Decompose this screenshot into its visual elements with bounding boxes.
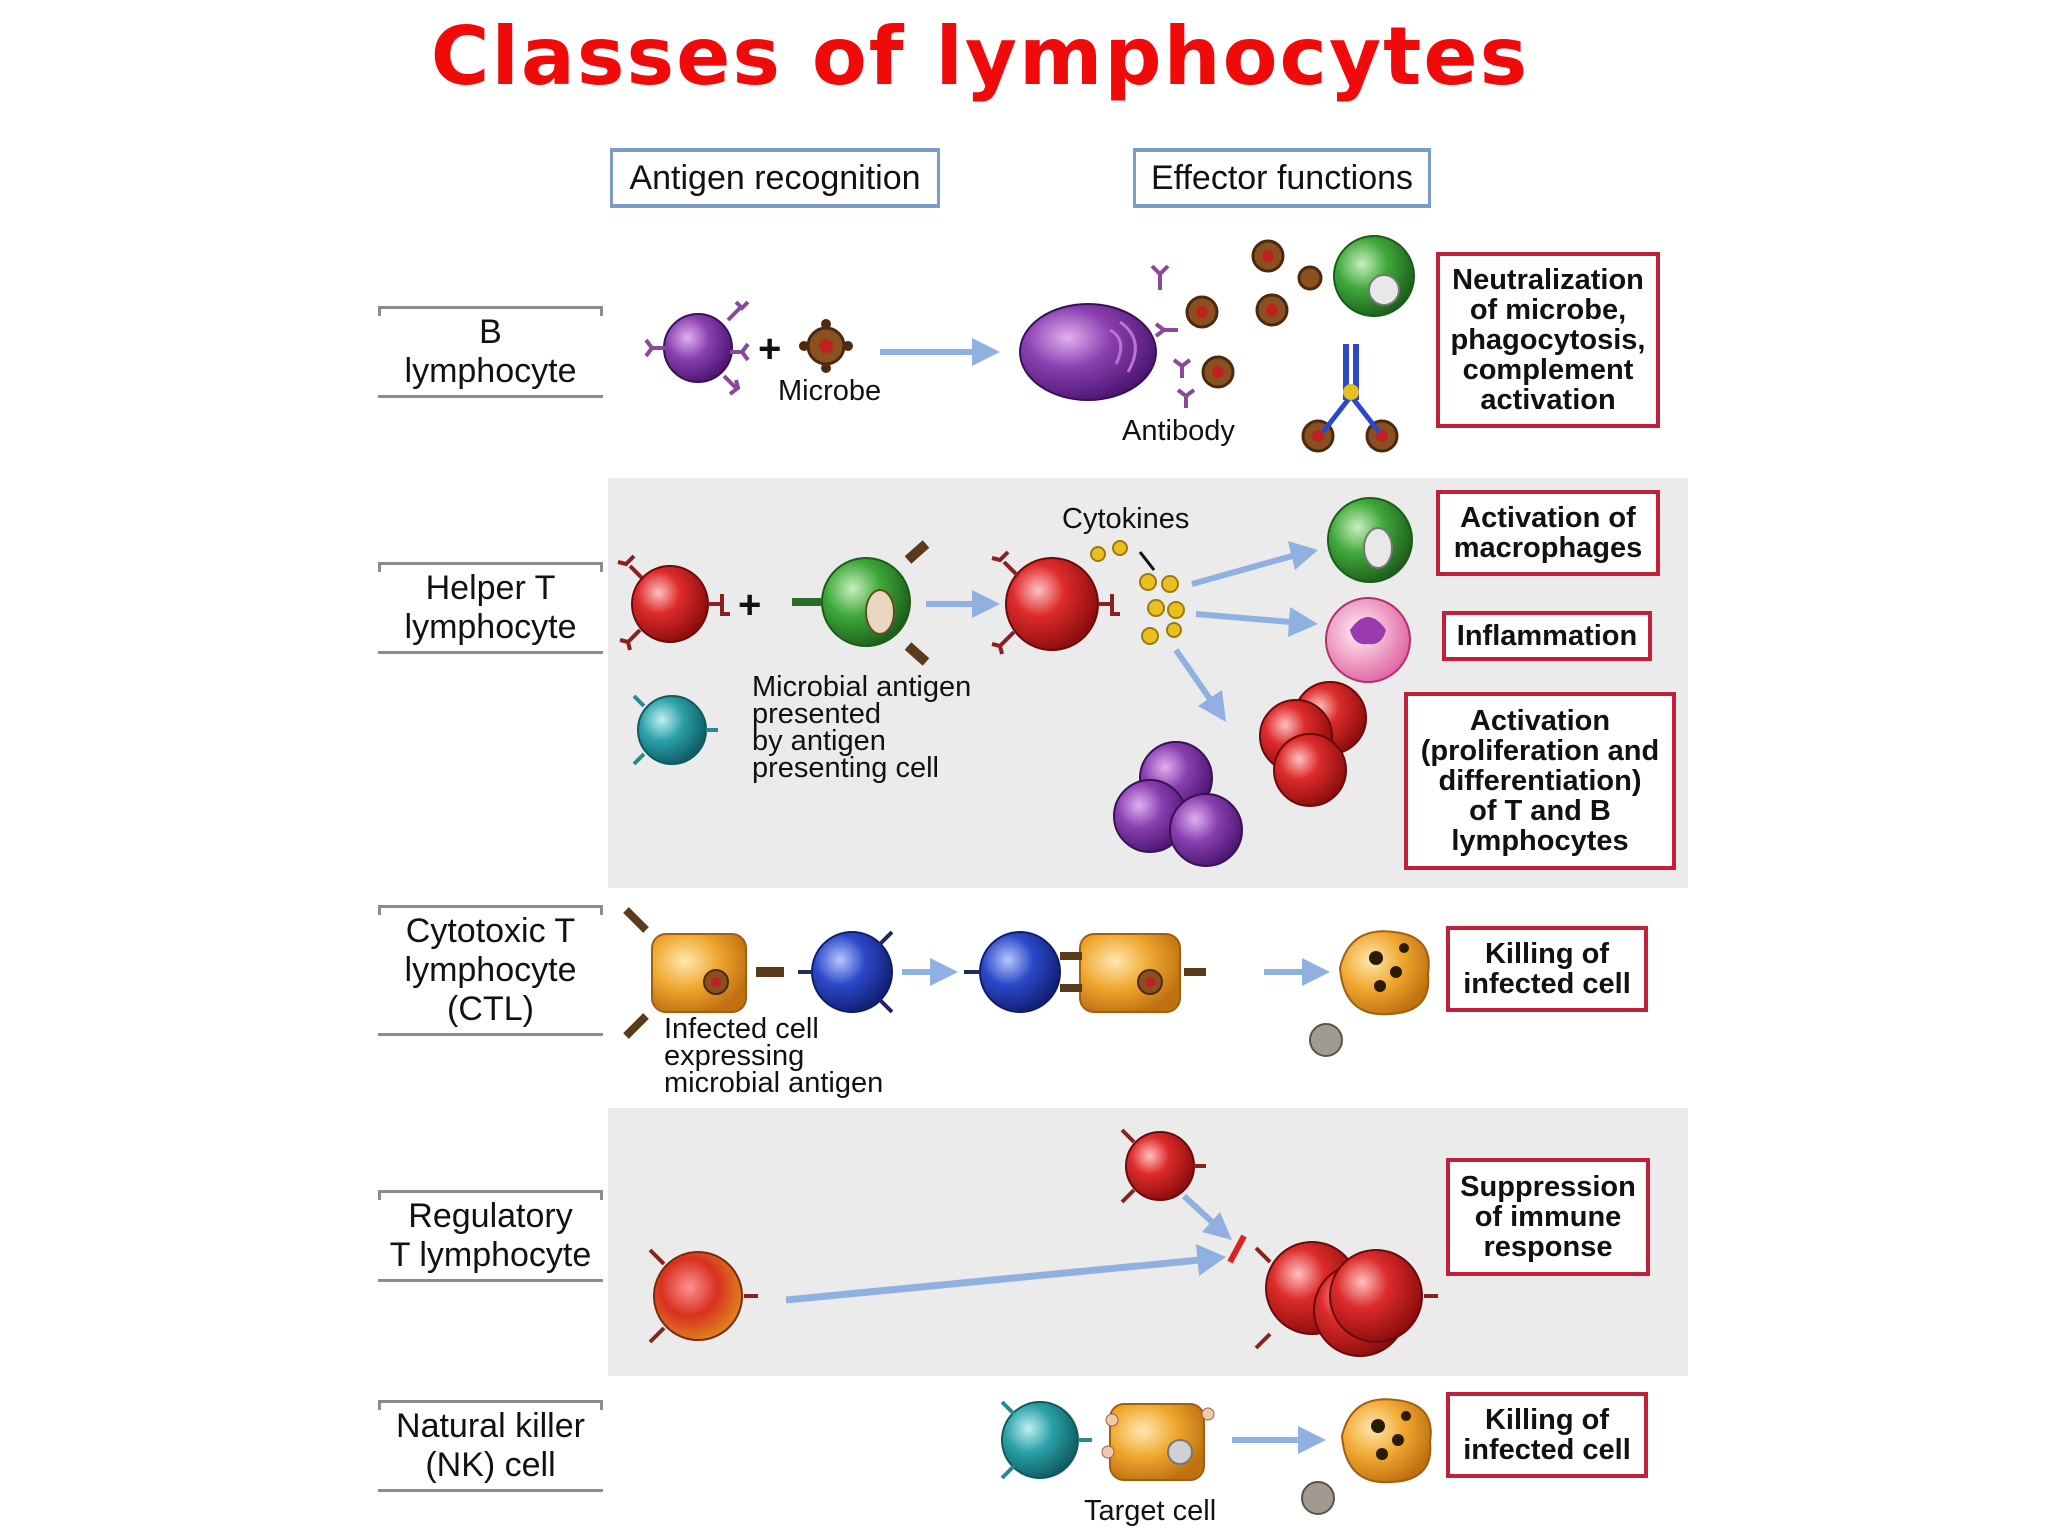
activated-helper-t-cell [991, 550, 1120, 655]
caption-microbe: Microbe [778, 375, 882, 407]
arrow-treg-2 [1181, 1193, 1232, 1240]
microbe-icon [1185, 239, 1399, 453]
outcome-inflammation: Inflammation [1442, 611, 1652, 661]
caption-line: expressing [664, 1040, 805, 1072]
arrow-nk-1 [1232, 1426, 1326, 1454]
outcome-activation-lymphocytes: Activation (proliferation and differenti… [1404, 692, 1676, 870]
outcome-line: Neutralization [1452, 264, 1644, 296]
inflammation-cell [1325, 597, 1411, 683]
ctl-bound-infected-cell [964, 931, 1206, 1013]
caption-line: microbial antigen [664, 1067, 884, 1099]
row-label-helper-t: Helper T lymphocyte [378, 562, 603, 654]
label-line: lymphocyte [404, 951, 577, 989]
label-line: (CTL) [447, 990, 534, 1028]
plasma-cell [1019, 303, 1157, 401]
label-line: Regulatory [408, 1197, 573, 1235]
inhibition-bar [1227, 1234, 1247, 1264]
plus-sign: + [758, 327, 781, 371]
outcome-line: infected cell [1463, 1434, 1631, 1466]
suppressed-t-cell [1120, 1128, 1206, 1204]
caption-antibody: Antibody [1122, 415, 1235, 447]
suppressed-lymphocyte-cluster [1254, 1241, 1438, 1357]
arrow-b-1 [880, 338, 1000, 366]
outcome-line: Inflammation [1456, 620, 1638, 652]
outcome-line: activation [1480, 384, 1616, 416]
arrow-helper-1 [926, 590, 1000, 618]
caption-line: presenting cell [752, 752, 939, 784]
outcome-line: infected cell [1463, 968, 1631, 1000]
outcome-line: Activation of [1460, 502, 1636, 534]
column-header-recognition: Antigen recognition [610, 148, 940, 208]
caption-line: presented [752, 698, 881, 730]
antibody-icon [1150, 264, 1196, 408]
label-line: Natural killer [396, 1407, 585, 1445]
caption-line: by antigen [752, 725, 886, 757]
outcome-line: complement [1462, 354, 1634, 386]
row-label-b-lymphocyte: B lymphocyte [378, 306, 603, 398]
outcome-line: lymphocytes [1451, 825, 1629, 857]
antigen-presenting-cell [792, 540, 930, 666]
caption-cytokines: Cytokines [1062, 503, 1190, 535]
outcome-activation-macrophages: Activation of macrophages [1436, 490, 1660, 576]
caption-infected-cell: Infected cell expressing microbial antig… [664, 1013, 884, 1099]
label-line: Cytotoxic T [405, 912, 576, 950]
outcome-line: macrophages [1453, 532, 1643, 564]
outcome-line: of T and B [1469, 795, 1611, 827]
outcome-line: phagocytosis, [1450, 324, 1646, 356]
plus-sign: + [738, 583, 761, 627]
outcome-line: Activation [1469, 705, 1611, 737]
caption-target-cell: Target cell [1084, 1495, 1217, 1527]
column-header-effector: Effector functions [1133, 148, 1431, 208]
outcome-killing-nk: Killing of infected cell [1446, 1392, 1648, 1478]
outcome-suppression: Suppression of immune response [1446, 1158, 1650, 1276]
outcome-killing-ctl: Killing of infected cell [1446, 926, 1648, 1012]
dying-cell-icon [1301, 1398, 1432, 1515]
label-line: T lymphocyte [389, 1236, 592, 1274]
cytokines-icon [1090, 540, 1185, 645]
dying-cell-icon [1309, 930, 1430, 1057]
label-line: lymphocyte [404, 352, 577, 390]
outcome-neutralization: Neutralization of microbe, phagocytosis,… [1436, 252, 1660, 428]
outcome-line: differentiation) [1438, 765, 1642, 797]
b-lymphocyte-cell [644, 300, 750, 396]
naive-t-cell [632, 694, 718, 766]
regulatory-t-cell [648, 1248, 758, 1344]
ctl-cell [756, 930, 894, 1014]
infected-cell [623, 907, 747, 1039]
page-title: Classes of lymphocytes [430, 10, 1530, 103]
helper-t-cell [617, 554, 730, 651]
label-line: (NK) cell [425, 1446, 556, 1484]
row-label-regulatory-t: Regulatory T lymphocyte [378, 1190, 603, 1282]
outcome-line: response [1483, 1231, 1613, 1263]
outcome-line: of immune [1474, 1201, 1622, 1233]
outcome-line: Killing of [1484, 938, 1610, 970]
outcome-line: (proliferation and [1420, 735, 1660, 767]
activated-macrophage [1327, 497, 1413, 583]
arrow-ctl-1 [902, 958, 958, 986]
target-cell [1101, 1403, 1215, 1481]
nk-cell [1000, 1400, 1092, 1480]
arrow-helper-2 [1173, 541, 1318, 722]
macrophage-cell [1333, 235, 1415, 317]
microbe-icon [799, 319, 853, 373]
proliferating-lymphocytes [1113, 681, 1367, 867]
label-line: Helper T [425, 569, 556, 607]
caption-line: Microbial antigen [752, 671, 972, 703]
row-label-nk-cell: Natural killer (NK) cell [378, 1400, 603, 1492]
outcome-line: Killing of [1484, 1404, 1610, 1436]
label-line: B [479, 313, 502, 351]
arrow-treg-1 [785, 1244, 1226, 1304]
label-line: lymphocyte [404, 608, 577, 646]
row-label-ctl: Cytotoxic T lymphocyte (CTL) [378, 905, 603, 1036]
complement-icon [1321, 344, 1381, 434]
arrow-ctl-2 [1264, 958, 1330, 986]
caption-microbial-antigen: Microbial antigen presented by antigen p… [752, 671, 972, 784]
outcome-line: Suppression [1460, 1171, 1636, 1203]
outcome-line: of microbe, [1469, 294, 1627, 326]
caption-line: Infected cell [664, 1013, 819, 1045]
